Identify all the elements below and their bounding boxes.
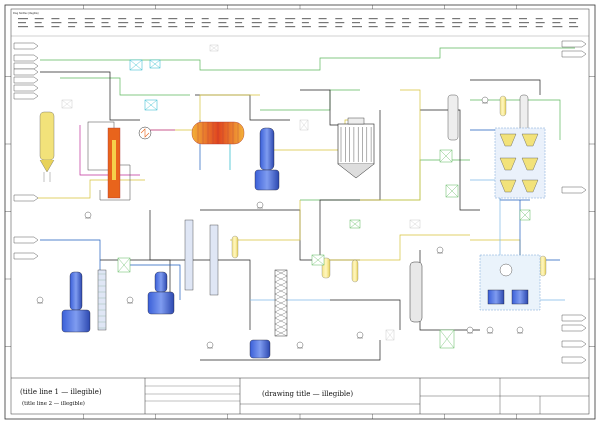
exchanger-box xyxy=(61,99,73,109)
buffer-tank-1 xyxy=(231,235,239,259)
right-stream-tag xyxy=(561,50,587,58)
revision-table xyxy=(145,385,240,402)
right-stream-tag xyxy=(561,314,587,322)
exchanger-box xyxy=(149,59,161,69)
pump-symbol xyxy=(356,331,364,339)
cyclone-stack xyxy=(494,127,546,199)
right-stream-tag xyxy=(561,324,587,332)
cyclone-unit xyxy=(499,179,517,193)
exchanger-box xyxy=(299,119,309,131)
pump-symbol xyxy=(516,326,524,334)
packed-tower xyxy=(274,269,288,337)
auxiliary-equipment xyxy=(36,44,531,349)
left-stream-tag xyxy=(13,236,39,244)
gasifier-vessel xyxy=(39,111,55,182)
institute-subtitle: (title line 2 — illegible) xyxy=(22,400,85,407)
left-stream-tag xyxy=(13,92,39,100)
exchanger-box xyxy=(209,44,219,52)
heat-exchanger-symbol xyxy=(138,126,152,140)
exchanger-box xyxy=(439,149,453,163)
scrubber-tank-mid xyxy=(147,271,175,315)
absorber-column-mid xyxy=(184,219,219,296)
pump-symbol xyxy=(486,326,494,334)
exchanger-box xyxy=(129,59,143,71)
exchanger-box xyxy=(519,209,531,221)
exchanger-box xyxy=(439,329,455,349)
left-stream-tag xyxy=(13,42,39,50)
pump-symbol xyxy=(36,296,44,304)
left-stream-labels xyxy=(13,42,39,260)
pump-symbol xyxy=(84,211,92,219)
storage-tank-bottom xyxy=(249,339,271,359)
right-stream-labels xyxy=(561,40,587,364)
cyclone-unit xyxy=(521,179,539,193)
left-stream-tag xyxy=(13,84,39,92)
left-stream-tag xyxy=(13,54,39,62)
absorber-column-left xyxy=(97,269,107,331)
title-block xyxy=(11,377,589,414)
cyclone-unit xyxy=(521,133,539,147)
sheet-info-cells xyxy=(240,378,589,414)
pump-symbol xyxy=(256,201,264,209)
buffer-tank-4 xyxy=(499,95,507,117)
cyclone-unit xyxy=(499,133,517,147)
quench-column xyxy=(254,127,280,191)
cyclone-unit xyxy=(521,157,539,171)
institute-name: (title line 1 — illegible) xyxy=(20,388,102,396)
equipment-header-row xyxy=(11,18,589,37)
buffer-tank-3 xyxy=(351,259,359,283)
exchanger-box xyxy=(385,329,395,341)
scrubber-tank-left xyxy=(61,271,91,333)
left-stream-tag xyxy=(13,194,39,202)
left-stream-tag xyxy=(13,68,39,76)
corner-drawing-label: Dwg No/Rev (illegible) xyxy=(13,11,39,15)
rotary-kiln xyxy=(191,121,245,145)
exchanger-box xyxy=(409,219,421,229)
left-stream-tag xyxy=(13,62,39,70)
border-grid-ticks xyxy=(5,5,595,419)
exchanger-box xyxy=(445,184,459,198)
exchanger-box xyxy=(311,254,325,266)
exchanger-box xyxy=(117,257,131,273)
right-stream-tag xyxy=(561,186,587,194)
pump-symbol xyxy=(206,341,214,349)
cyclone-unit xyxy=(499,157,517,171)
baghouse-filter xyxy=(337,117,375,179)
exchanger-box xyxy=(349,219,361,229)
reactor-group-right xyxy=(479,254,541,311)
drawing-title: (drawing title — illegible) xyxy=(262,390,353,398)
furnace xyxy=(87,121,131,201)
pump-symbol xyxy=(436,246,444,254)
buffer-tank-5 xyxy=(539,255,547,277)
exchanger-box xyxy=(144,99,158,111)
left-stream-tag xyxy=(13,76,39,84)
pump-symbol xyxy=(126,296,134,304)
pump-symbol xyxy=(466,326,474,334)
pump-symbol xyxy=(481,96,489,104)
right-stream-tag xyxy=(561,356,587,364)
pump-symbol xyxy=(296,341,304,349)
right-stream-tag xyxy=(561,340,587,348)
left-stream-tag xyxy=(13,252,39,260)
right-stream-tag xyxy=(561,40,587,48)
distillation-column xyxy=(409,94,529,323)
